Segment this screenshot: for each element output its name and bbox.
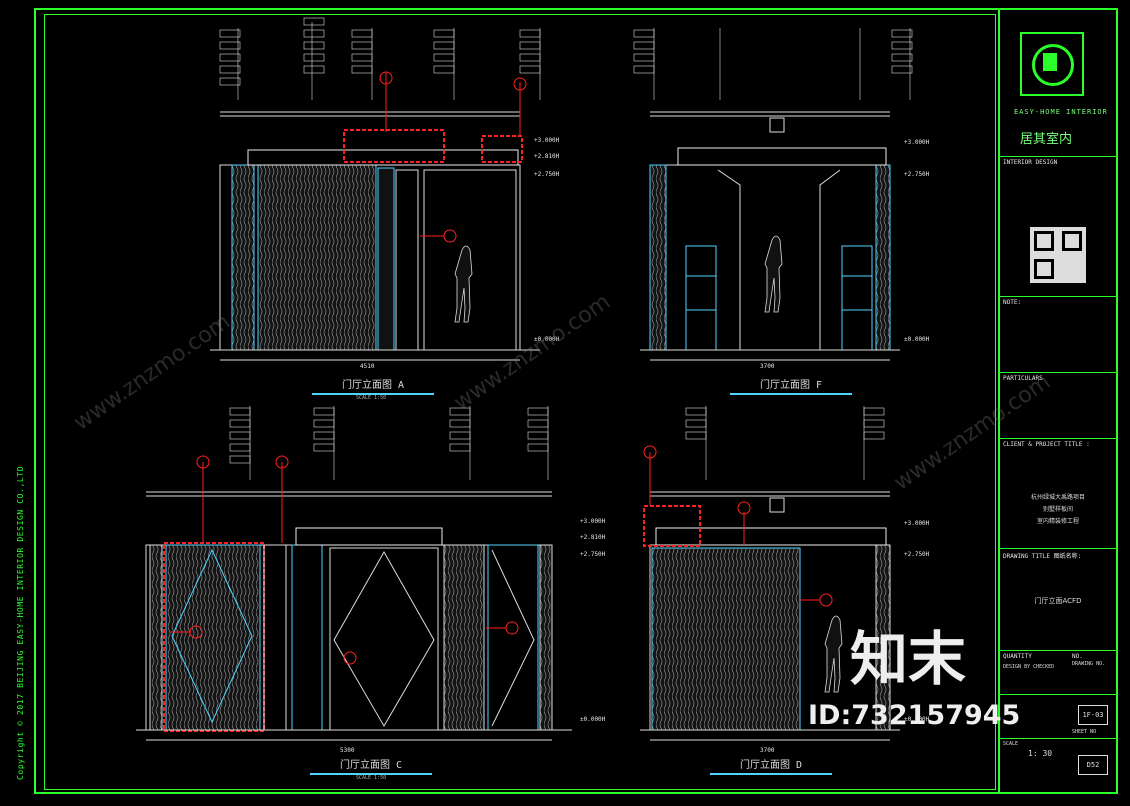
view-title-f: 门厅立面图 F <box>729 376 853 395</box>
no-label: NO. <box>1072 653 1083 660</box>
sheet-no: D52 <box>1078 755 1108 775</box>
elev-d-top: +3.000H <box>904 520 930 527</box>
client-label: CLIENT & PROJECT TITLE : <box>1003 441 1090 448</box>
view-title-d: 门厅立面图 D <box>709 756 833 775</box>
project-line-3: 室内精装修工程 <box>1036 518 1079 525</box>
project-line-1: 杭州绿城大禹路项目 <box>1030 494 1085 501</box>
quantity-label: QUANTITY <box>1003 653 1032 660</box>
elev-f-floor: ±0.000H <box>904 336 930 343</box>
scale-note-c: SCALE 1:50 <box>356 775 387 781</box>
drawing-no: 1F-03 <box>1078 705 1108 725</box>
elevation-d <box>640 445 900 741</box>
watermark-id: ID:732157945 <box>808 700 1021 731</box>
dim-a-total: 4510 <box>360 363 375 370</box>
scale-label: SCALE <box>1003 741 1019 747</box>
material-leaders <box>237 22 911 480</box>
elevation-a <box>210 71 540 361</box>
elev-a-floor: ±0.000H <box>534 336 560 343</box>
drawing-title-label: DRAWING TITLE 图纸名称: <box>1003 553 1082 560</box>
view-title-a: 门厅立面图 A <box>311 376 435 395</box>
elev-c-mid: +2.810H <box>580 534 606 541</box>
watermark-logo-text: 知末 <box>850 625 967 693</box>
sheet-no-label: SHEET NO <box>1072 729 1097 735</box>
brand-cn: 居其室内 <box>1020 132 1073 147</box>
drawing-title: 门厅立面ACFD <box>1034 597 1082 605</box>
elev-a-top: +3.000H <box>534 137 560 144</box>
elevation-f <box>640 111 900 361</box>
notes-label: NOTE: <box>1003 299 1022 306</box>
scale-note-a: SCALE 1:50 <box>356 395 387 401</box>
interior-design-label: INTERIOR DESIGN <box>1003 159 1058 166</box>
view-title-c: 门厅立面图 C <box>309 756 433 775</box>
company-logo <box>1020 32 1084 96</box>
elev-c-top: +3.000H <box>580 518 606 525</box>
project-line-2: 别墅样板间 <box>1042 506 1073 513</box>
drawing-no-label: DRAWING NO. <box>1072 661 1106 667</box>
dim-d-total: 3700 <box>760 747 775 754</box>
scale-value: 1: 30 <box>1028 749 1053 758</box>
elevation-c <box>136 455 572 741</box>
dim-f-total: 3700 <box>760 363 775 370</box>
particulars-label: PARTICULARS <box>1003 375 1043 382</box>
elev-d-floor: ±0.000H <box>904 716 930 723</box>
design-label: DESIGN BY CHECKED <box>1003 664 1055 670</box>
elev-f-low: +2.750H <box>904 171 930 178</box>
brand-en: EASY-HOME INTERIOR <box>1014 108 1108 116</box>
elev-a-mid: +2.810H <box>534 153 560 160</box>
dim-c-total: 5300 <box>340 747 355 754</box>
title-block: EASY-HOME INTERIOR 居其室内 INTERIOR DESIGN … <box>998 10 1116 792</box>
drawing-area <box>44 14 996 790</box>
qr-code-icon <box>1030 227 1086 283</box>
elev-f-top: +3.000H <box>904 139 930 146</box>
elev-a-low: +2.750H <box>534 171 560 178</box>
elev-d-low: +2.750H <box>904 551 930 558</box>
elev-c-floor: ±0.000H <box>580 716 606 723</box>
drawing-frame <box>34 8 1118 794</box>
elev-c-low: +2.750H <box>580 551 606 558</box>
